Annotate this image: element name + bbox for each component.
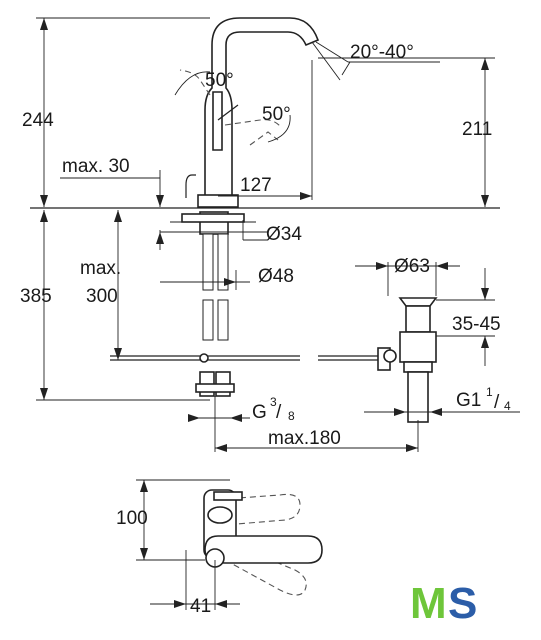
lever-handle (212, 91, 223, 151)
drain-assembly (188, 262, 520, 452)
faucet-body (204, 17, 320, 206)
label-35-45: 35-45 (452, 314, 501, 335)
label-211: 211 (462, 119, 492, 140)
label-g114-slash: / (494, 392, 500, 413)
label-41: 41 (190, 596, 211, 617)
top-dimensions (30, 17, 500, 209)
logo-letter-s: S (448, 579, 477, 628)
label-g38-num: 3 (270, 395, 277, 409)
ms-logo: M S (410, 579, 477, 628)
label-angle-lever-1: 50° (205, 70, 234, 91)
faucet-side-view (174, 17, 351, 208)
label-g114-num: 1 (486, 385, 493, 399)
label-max-300-line2: 300 (86, 286, 118, 307)
top-view (136, 479, 323, 610)
supply-hose-right (217, 233, 229, 291)
label-g38-slash: / (276, 402, 282, 423)
label-244: 244 (22, 110, 54, 131)
faucet-base (197, 194, 239, 208)
label-max-30: max. 30 (62, 156, 130, 177)
drain-flange (398, 297, 438, 307)
label-127: 127 (240, 175, 272, 196)
label-g38: G (252, 402, 267, 423)
label-dia-48: Ø48 (258, 266, 294, 287)
label-g38-den: 8 (288, 409, 295, 423)
label-385: 385 (20, 286, 52, 307)
label-dia-34: Ø34 (266, 224, 302, 245)
label-g114: G1 (456, 390, 481, 411)
label-angle-spout: 20°-40° (350, 42, 414, 63)
label-max-180: max.180 (268, 428, 341, 449)
drain-tailpipe (407, 371, 429, 423)
label-angle-lever-2: 50° (262, 104, 291, 125)
supply-hose-left (202, 233, 214, 291)
label-g114-den: 4 (504, 399, 511, 413)
under-counter (36, 210, 391, 401)
label-100: 100 (116, 508, 148, 529)
label-max-300-line1: max. (80, 258, 121, 279)
label-dia-63: Ø63 (394, 256, 430, 277)
logo-letter-m: M (410, 579, 447, 628)
